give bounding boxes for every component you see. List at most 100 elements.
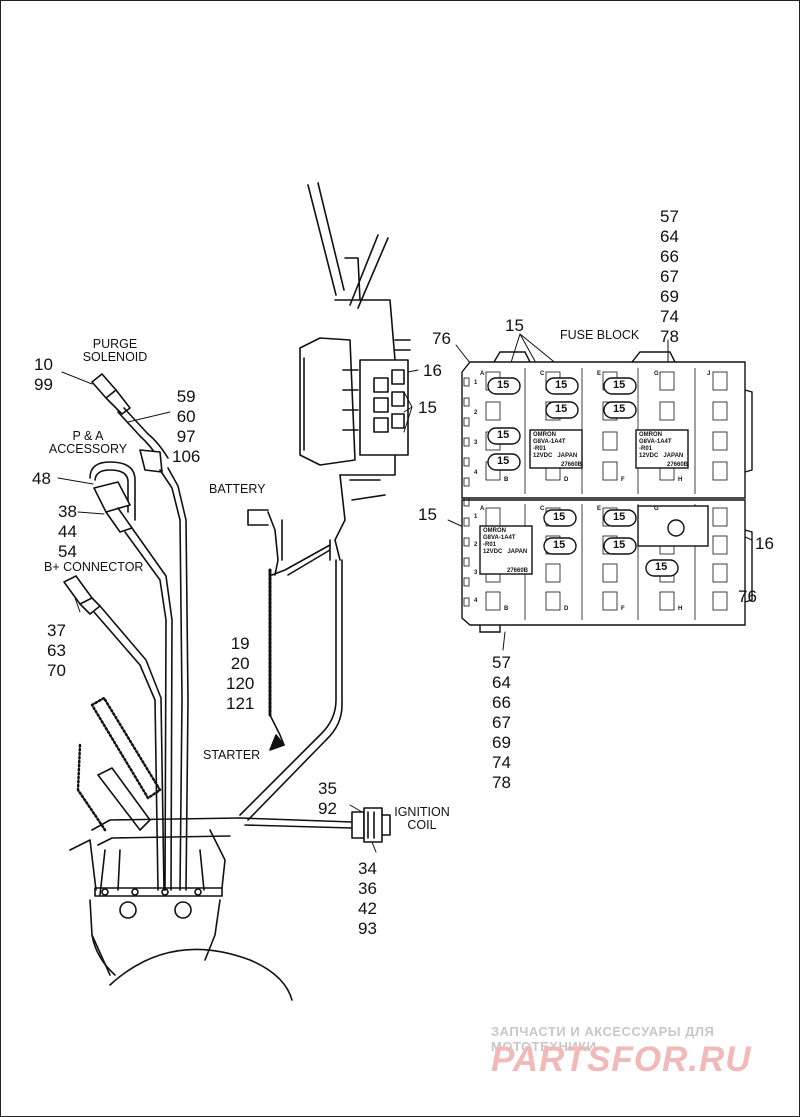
fuse-row-number: 3 (474, 440, 478, 446)
conduit (76, 696, 162, 832)
fuse-slot (545, 591, 561, 611)
callout-num: 10 (34, 355, 53, 374)
relay (529, 429, 583, 469)
b-connector-label: B+ CONNECTOR (44, 560, 144, 574)
fuse-block-top-group: 57 64 66 67 69 74 78 (660, 208, 679, 345)
fuse-col-letter: F (621, 606, 625, 612)
callout-num: 34 (358, 859, 377, 878)
main-harness (239, 509, 343, 821)
relay (635, 429, 689, 469)
callout-num: 19 (230, 634, 250, 653)
callout-num: 121 (226, 694, 255, 713)
fuse-label: 15 (613, 511, 626, 523)
fuse-15 (603, 401, 637, 419)
fuse-slot (712, 371, 728, 391)
callout-num: 35 (318, 779, 337, 798)
fuse-slot (712, 535, 728, 555)
ignition-coil-top: 35 92 (318, 780, 337, 817)
fuse-slot (602, 461, 618, 481)
fuse-col-letter: A (480, 371, 485, 377)
fuse-slot (712, 431, 728, 451)
fuse-slot (712, 401, 728, 421)
callout-num: 93 (358, 919, 377, 938)
callout-76-fuse-top: 76 (432, 329, 451, 348)
callout-num: 36 (358, 879, 377, 898)
callout-15-module: 15 (418, 398, 437, 417)
relay-code: 27660B (667, 462, 689, 468)
fuse-15 (545, 401, 579, 419)
callout-num: 106 (172, 447, 201, 466)
callout-76-fuse-right: 76 (738, 587, 757, 606)
fuse-block-fuses (487, 377, 679, 577)
ignition-coil-connector (239, 807, 391, 843)
fuse-col-letter: H (678, 606, 683, 612)
fuse-15 (543, 537, 577, 555)
fuse-slot (485, 591, 501, 611)
watermark-tagline: ЗАПЧАСТИ И АКСЕССУАРЫ ДЛЯ МОТОТЕХНИКИ (491, 1024, 715, 1054)
fuse-col-letter: H (678, 477, 683, 483)
fuse-label: 15 (497, 429, 510, 441)
fuse-slot (712, 507, 728, 527)
purge-solenoid (91, 373, 189, 891)
fuse-15 (487, 377, 521, 395)
callout-num: 69 (492, 733, 511, 752)
fuse-slot (712, 563, 728, 583)
purge-solenoid-label: PURGE SOLENOID (82, 337, 148, 364)
fuse-edge-tab (463, 437, 470, 447)
starter-label: STARTER (203, 748, 261, 762)
fuse-15 (545, 377, 579, 395)
fuse-col-letter: E (597, 371, 602, 377)
fuse-edge-tab (463, 557, 470, 567)
mounting-bracket (69, 817, 293, 1001)
ignition-coil-bottom: 34 36 42 93 (358, 860, 377, 937)
callout-num: 74 (492, 753, 511, 772)
callout-num: 92 (318, 799, 337, 818)
fuse-edge-tab (463, 477, 470, 487)
fuse-col-letter: D (564, 477, 569, 483)
fuse-label: 15 (497, 455, 510, 467)
callout-num: 60 (176, 407, 196, 426)
callout-num: 64 (492, 673, 511, 692)
fuse-label: 15 (613, 403, 626, 415)
battery-label: BATTERY (209, 482, 266, 496)
fuse-edge-tab (463, 497, 470, 507)
fuse-col-letter: A (480, 506, 485, 512)
fuse-col-letter: G (654, 371, 659, 377)
fuse-label: 15 (655, 561, 668, 573)
callout-num: 66 (492, 693, 511, 712)
callout-num: 37 (47, 621, 66, 640)
fuse-row-number: 3 (474, 570, 478, 576)
fuse-edge-tab (463, 377, 470, 387)
fuse-col-letter: B (504, 477, 509, 483)
fuse-label: 15 (613, 379, 626, 391)
pa-accessory-label: P & A ACCESSORY (48, 429, 128, 456)
fuse-block-relays (479, 429, 709, 575)
fuse-edge-tab (463, 577, 470, 587)
fuse-15 (645, 559, 679, 577)
fuse-label: 15 (613, 539, 626, 551)
relay-code: 27660B (507, 568, 529, 574)
callout-num: 67 (660, 267, 679, 286)
fuse-slot (602, 563, 618, 583)
fuse-col-letter: G (654, 506, 659, 512)
callout-num: 63 (47, 641, 66, 660)
fuse-row-number: 2 (474, 542, 478, 548)
fuse-edge-tab (463, 537, 470, 547)
fuse-label: 15 (553, 511, 566, 523)
callout-num: 78 (660, 327, 679, 346)
pa-accessory-num: 48 (32, 469, 51, 488)
callout-num: 74 (660, 307, 679, 326)
relay-label: OMRON G8VA-1A4T -R01 12VDC JAPAN (533, 432, 578, 459)
callout-num: 59 (176, 387, 196, 406)
fuse-15 (487, 427, 521, 445)
fuse-block-label: FUSE BLOCK (560, 328, 640, 342)
fuse-col-letter: F (621, 477, 625, 483)
callout-15-fuse-left: 15 (418, 505, 437, 524)
fuse-15 (543, 509, 577, 527)
callout-num: 66 (660, 247, 679, 266)
b-plus-connector (63, 575, 165, 891)
fuse-edge-tab (463, 417, 470, 427)
fuse-slot (659, 591, 675, 611)
watermark-logo: PARTSFOR.RU (491, 1040, 752, 1079)
callout-num: 64 (660, 227, 679, 246)
